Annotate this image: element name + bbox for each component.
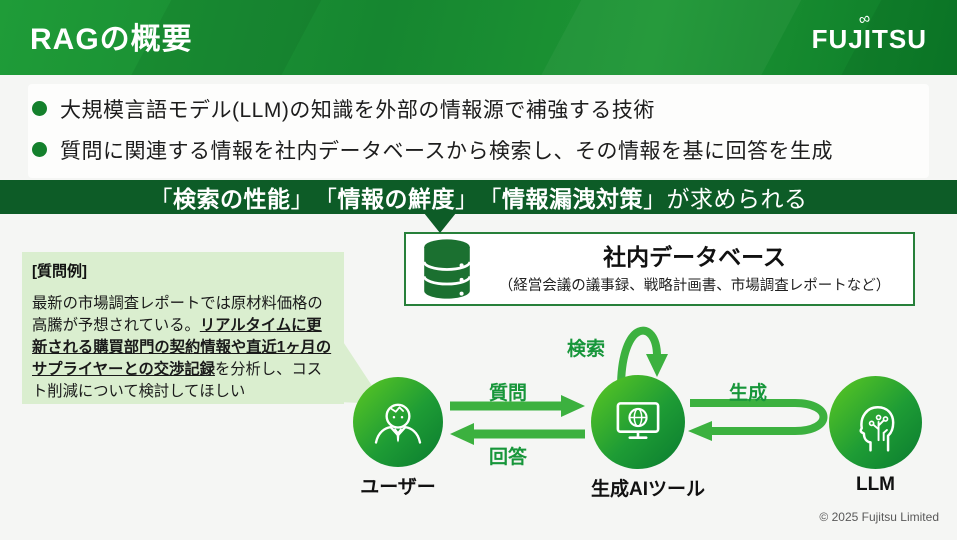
fujitsu-logo-text: FUJITSU xyxy=(811,24,927,54)
bullet-text: 質問に関連する情報を社内データベースから検索し、その情報を基に回答を生成 xyxy=(60,139,833,163)
banner-bracket: 「 xyxy=(149,186,173,212)
banner-keyword-leak: 情報漏洩対策 xyxy=(502,186,643,212)
bullets-panel xyxy=(28,84,929,178)
monitor-globe-icon xyxy=(591,375,685,469)
llm-node: LLM xyxy=(829,376,922,496)
database-box-text: 社内データベース （経営会議の議事録、戦略計画書、市場調査レポートなど） xyxy=(486,243,913,295)
banner-suffix: が求められる xyxy=(666,186,808,212)
copyright-text: © 2025 Fujitsu Limited xyxy=(819,510,939,524)
banner-pointer-icon xyxy=(424,213,456,233)
database-icon xyxy=(422,238,472,300)
banner-keyword-freshness: 情報の鮮度 xyxy=(337,186,455,212)
ai-head-circuit-icon xyxy=(829,376,922,469)
banner-bracket: 「 xyxy=(314,186,338,212)
generate-arrow-label: 生成 xyxy=(728,383,767,404)
summary-bullets: 大規模言語モデル(LLM)の知識を外部の情報源で補強する技術 質問に関連する情報… xyxy=(32,88,833,170)
database-title: 社内データベース xyxy=(603,244,786,271)
slide-header: RAGの概要 ∞ FUJITSU xyxy=(0,0,957,75)
generate-arrow-icon xyxy=(688,399,828,441)
banner-keyword-search: 検索の性能 xyxy=(173,186,291,212)
internal-database-box: 社内データベース （経営会議の議事録、戦略計画書、市場調査レポートなど） xyxy=(404,232,915,306)
bullet-icon xyxy=(32,142,47,157)
llm-label: LLM xyxy=(855,474,896,495)
bullet-item: 質問に関連する情報を社内データベースから検索し、その情報を基に回答を生成 xyxy=(32,129,833,170)
bullet-icon xyxy=(32,101,47,116)
banner-bracket: 」 xyxy=(290,186,314,212)
question-example-box: [質問例] 最新の市場調査レポートでは原材料価格の高騰が予想されている。リアルタ… xyxy=(22,252,344,404)
page-title: RAGの概要 xyxy=(30,23,193,56)
banner-bracket: 「 xyxy=(478,186,502,212)
answer-arrow-label: 回答 xyxy=(488,447,527,468)
database-subtitle: （経営会議の議事録、戦略計画書、市場調査レポートなど） xyxy=(498,277,891,294)
ai-tool-node: 生成AIツール xyxy=(591,375,706,501)
question-example-label: [質問例] xyxy=(32,263,87,280)
header-decor-stripe xyxy=(528,0,812,75)
question-body-emphasis: リアルタイムに更新される購買部門の契約情報や直近1ヶ月のサプライヤーとの交渉記録 xyxy=(32,317,332,378)
ai-tool-label: 生成AIツール xyxy=(591,479,706,500)
requirements-banner: 「検索の性能」「情報の鮮度」「情報漏洩対策」が求められる xyxy=(0,180,957,214)
question-body-end: を分析し、コスト削減について検討してほしい xyxy=(32,361,323,400)
businessman-icon xyxy=(353,377,443,467)
question-example-body: 最新の市場調査レポートでは原材料価格の高騰が予想されている。リアルタイムに更新さ… xyxy=(32,293,334,403)
user-label: ユーザー xyxy=(360,477,436,498)
banner-bracket: 」 xyxy=(643,186,667,212)
bullet-item: 大規模言語モデル(LLM)の知識を外部の情報源で補強する技術 xyxy=(32,88,833,129)
bullet-text: 大規模言語モデル(LLM)の知識を外部の情報源で補強する技術 xyxy=(60,98,655,122)
banner-bracket: 」 xyxy=(455,186,479,212)
search-arrow-label: 検索 xyxy=(566,339,605,360)
question-body-start: 最新の市場調査レポートでは原材料価格の高騰が予想されている。 xyxy=(32,295,323,334)
fujitsu-logo: ∞ FUJITSU xyxy=(811,10,927,55)
question-arrow-label: 質問 xyxy=(488,383,527,404)
user-node: ユーザー xyxy=(353,377,443,499)
